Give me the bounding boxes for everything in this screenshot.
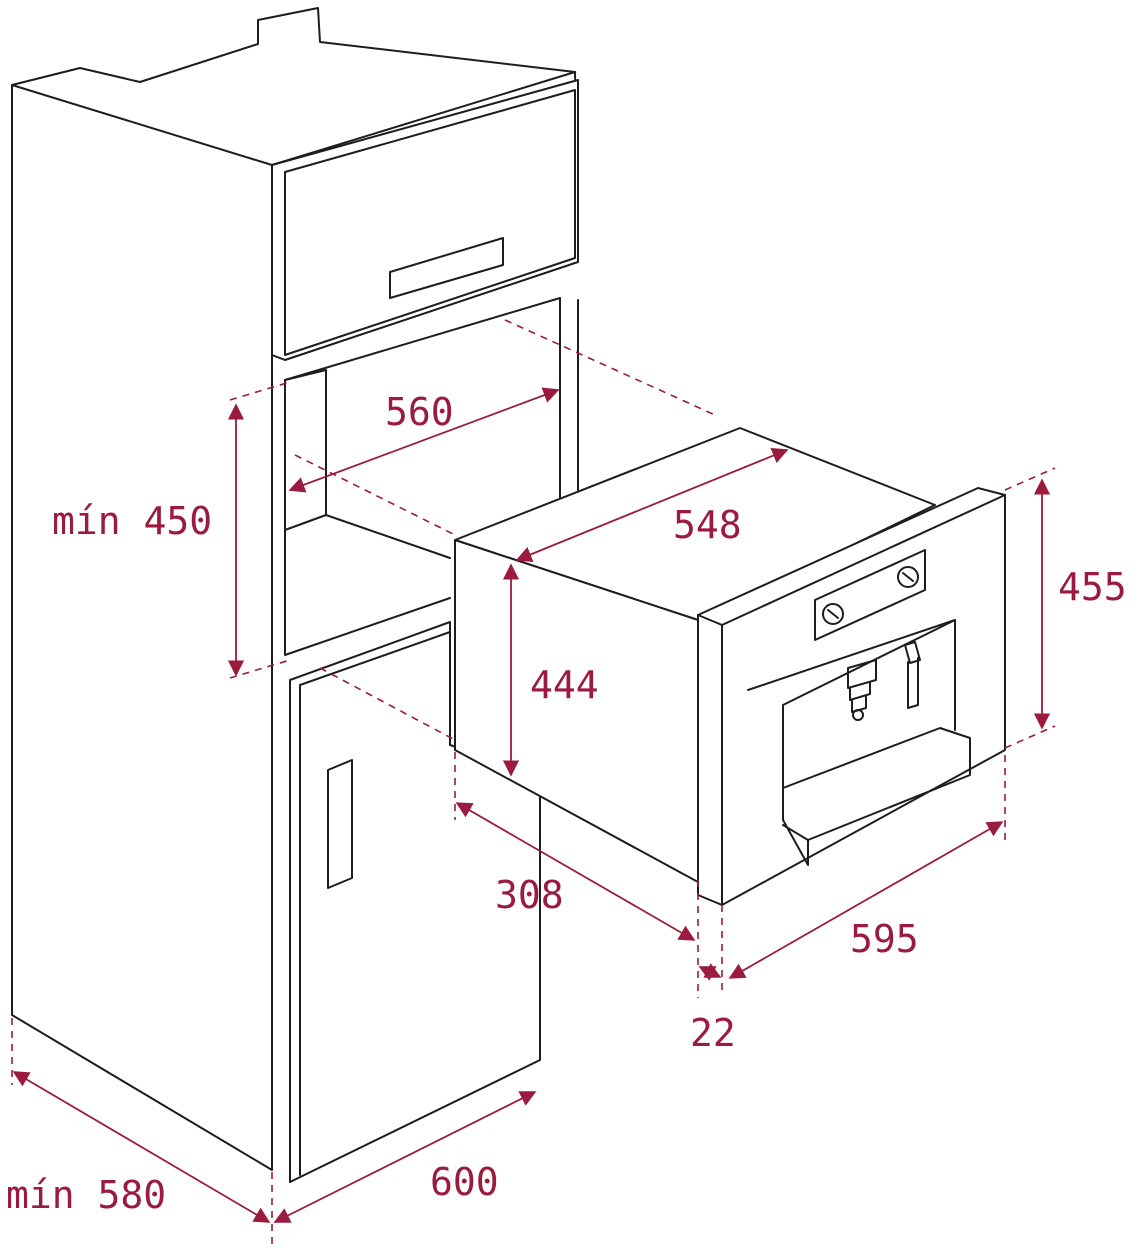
- niche-frame: [284, 297, 561, 656]
- steam-wand-icon: [904, 641, 921, 709]
- label-appliance-depth: 548: [673, 503, 742, 547]
- dimension-labels: 560 mín 450 548 455 444 308 595 22 mín 5…: [6, 390, 1127, 1217]
- label-cavity-depth: 560: [385, 390, 454, 434]
- label-cabinet-depth: mín 580: [6, 1173, 166, 1217]
- label-panel-thickness: 22: [690, 1011, 736, 1055]
- coffee-spout-icon: [847, 659, 877, 721]
- label-body-width: 308: [495, 873, 564, 917]
- control-knob-icon: [822, 566, 919, 625]
- dim-line-595: [728, 821, 1004, 979]
- upper-appliance-face: [284, 89, 576, 356]
- machine-recess: [747, 619, 956, 821]
- label-body-height: 444: [530, 663, 599, 707]
- machine-control-strip: [814, 549, 926, 641]
- dim-line-580: [12, 1071, 271, 1223]
- machine-front-bevel: [697, 494, 1006, 906]
- label-front-width: 595: [850, 917, 919, 961]
- upper-appliance-front: [271, 79, 579, 361]
- label-cabinet-width: 600: [430, 1160, 499, 1204]
- label-cavity-height: mín 450: [52, 499, 212, 543]
- dim-line-548: [515, 447, 789, 563]
- dim-line-600: [273, 1091, 537, 1223]
- dim-line-560: [288, 387, 560, 493]
- cabinet-side-panel: [11, 84, 273, 1171]
- dim-line-308: [455, 802, 696, 941]
- dimension-lines: [12, 387, 1051, 1223]
- upper-appliance-handle: [389, 237, 504, 299]
- cabinet-top-face: [11, 7, 576, 166]
- label-front-height: 455: [1058, 565, 1127, 609]
- lower-door-handle: [327, 759, 353, 889]
- dim-line-22: [698, 963, 722, 981]
